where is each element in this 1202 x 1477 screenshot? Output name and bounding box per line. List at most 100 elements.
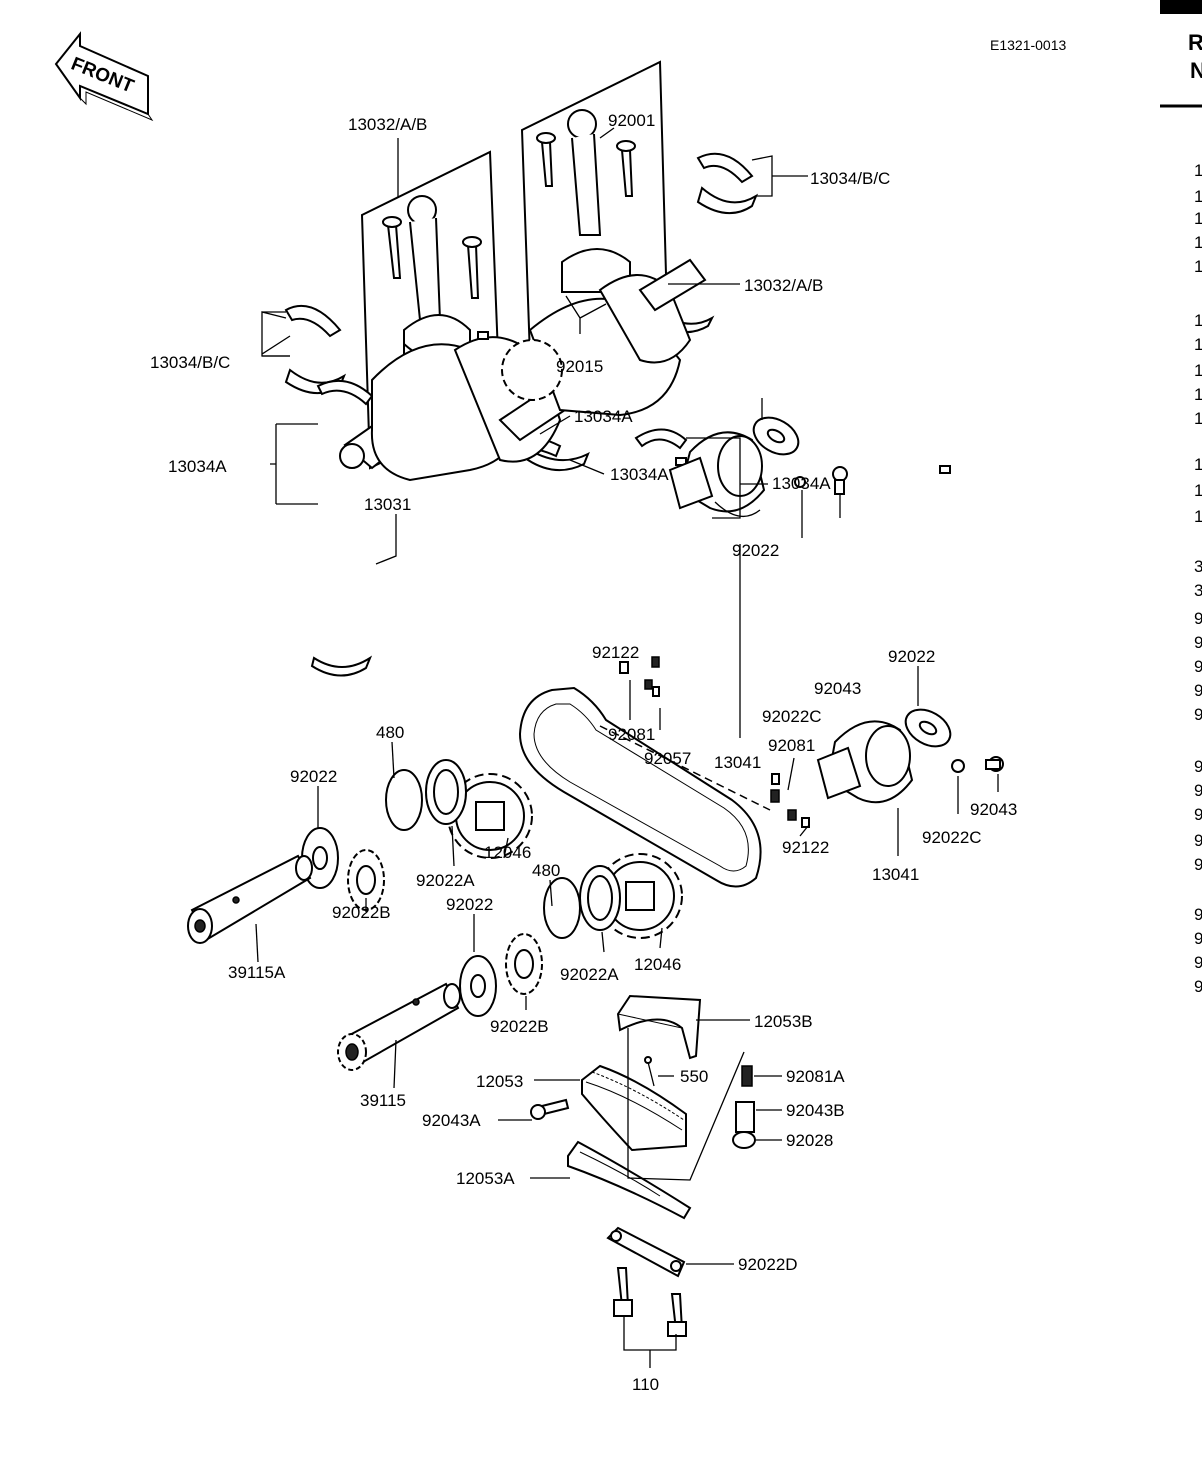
part-label: 13034A <box>574 407 633 426</box>
side-digit: 9 <box>1194 977 1202 996</box>
side-digit: 9 <box>1194 781 1202 800</box>
side-digit: 1 <box>1194 233 1202 252</box>
part-label: 13041 <box>872 865 919 884</box>
chain-guide-12053b <box>616 994 702 1060</box>
corner-bar <box>1160 0 1202 14</box>
part-label: 92043B <box>786 1101 845 1120</box>
side-digit: 1 <box>1194 481 1202 500</box>
leader-lines <box>255 127 999 1368</box>
part-label: 92022 <box>446 895 493 914</box>
part-label: 480 <box>532 861 560 880</box>
side-digit: 1 <box>1194 257 1202 276</box>
part-label: 92081A <box>786 1067 845 1086</box>
front-arrow: FRONT <box>54 31 154 122</box>
part-label: 92022D <box>738 1255 798 1274</box>
part-label: 92043 <box>970 800 1017 819</box>
part-label: 13032/A/B <box>348 115 427 134</box>
part-label: 13034/B/C <box>810 169 890 188</box>
part-label: 13034A <box>610 465 669 484</box>
shaft-39115 <box>337 982 461 1071</box>
side-digit: 1 <box>1194 361 1202 380</box>
part-label: 92022A <box>560 965 619 984</box>
part-label: 92122 <box>782 838 829 857</box>
side-digit: 1 <box>1194 187 1202 206</box>
adjuster-parts <box>530 1056 756 1149</box>
side-digit: 3 <box>1194 557 1202 576</box>
side-digit: 1 <box>1194 335 1202 354</box>
side-digit: 9 <box>1194 657 1202 676</box>
side-text-1: R <box>1188 30 1202 55</box>
part-label: 550 <box>680 1067 708 1086</box>
sprocket-12046-lower <box>597 853 683 939</box>
side-digit: 1 <box>1194 507 1202 526</box>
side-digit: 9 <box>1194 953 1202 972</box>
part-labels: 13032/A/B 92001 13034/B/C 13032/A/B 1303… <box>150 111 1017 1394</box>
side-text-2: N <box>1190 58 1202 83</box>
tensioner-13041-lower <box>816 708 952 804</box>
part-label: 92081 <box>768 736 815 755</box>
shaft-39115a <box>187 854 313 944</box>
chain-guide-12053 <box>581 1064 687 1152</box>
washers-lower-shaft <box>459 865 621 1017</box>
part-label: 12053A <box>456 1169 515 1188</box>
part-label: 92022B <box>490 1017 549 1036</box>
part-label: 12053 <box>476 1072 523 1091</box>
part-label: 12053B <box>754 1012 813 1031</box>
part-label: 92122 <box>592 643 639 662</box>
part-label: 92081 <box>608 725 655 744</box>
part-label: 92028 <box>786 1131 833 1150</box>
diagram-code: E1321-0013 <box>990 37 1067 53</box>
cam-chain-92057 <box>518 686 771 888</box>
side-digit: 1 <box>1194 311 1202 330</box>
chain-guide-12053a <box>567 1140 692 1220</box>
bolts-110 <box>613 1267 687 1337</box>
part-label: 39115 <box>360 1091 406 1110</box>
side-digit: 1 <box>1194 209 1202 228</box>
crank-sprocket <box>501 339 563 401</box>
part-label: 13034/B/C <box>150 353 230 372</box>
part-label: 92022C <box>762 707 822 726</box>
part-label: 13034A <box>772 474 831 493</box>
side-digit: 9 <box>1194 831 1202 850</box>
bolts-92043 <box>794 466 1004 773</box>
part-label: 92022B <box>332 903 391 922</box>
part-label: 92022C <box>922 828 982 847</box>
crankshaft <box>339 258 707 482</box>
part-label: 110 <box>632 1375 659 1394</box>
sprocket-12046-upper <box>447 773 533 859</box>
part-label: 92022 <box>888 647 935 666</box>
side-digit: 3 <box>1194 581 1202 600</box>
part-label: 13041 <box>714 753 761 772</box>
side-digit: 1 <box>1194 385 1202 404</box>
side-digit: 9 <box>1194 633 1202 652</box>
side-digit: 9 <box>1194 609 1202 628</box>
part-label: 480 <box>376 723 404 742</box>
washers-upper-shaft <box>301 759 467 911</box>
side-digit: 1 <box>1194 161 1202 180</box>
part-label: 39115A <box>228 963 286 982</box>
part-label: 13034A <box>168 457 227 476</box>
side-digit: 9 <box>1194 805 1202 824</box>
side-digit: 9 <box>1194 855 1202 874</box>
dowel-pin <box>477 331 489 340</box>
side-digit: 9 <box>1194 929 1202 948</box>
part-label: 13032/A/B <box>744 276 823 295</box>
tensioner-13041-upper <box>668 416 800 518</box>
part-label: 92043A <box>422 1111 481 1130</box>
part-label: 92001 <box>608 111 655 130</box>
side-digit: 1 <box>1194 409 1202 428</box>
part-label: 13031 <box>364 495 411 514</box>
part-label: 12046 <box>634 955 681 974</box>
part-label: 92057 <box>644 749 691 768</box>
dowel-pin <box>939 465 951 474</box>
part-label: 92015 <box>556 357 603 376</box>
side-digit: 9 <box>1194 757 1202 776</box>
bracket-92022d <box>606 1226 686 1278</box>
side-digit: 9 <box>1194 681 1202 700</box>
part-label: 92022A <box>416 871 475 890</box>
part-label: 12046 <box>484 843 531 862</box>
part-label: 92022 <box>290 767 337 786</box>
side-digit: 9 <box>1194 705 1202 724</box>
